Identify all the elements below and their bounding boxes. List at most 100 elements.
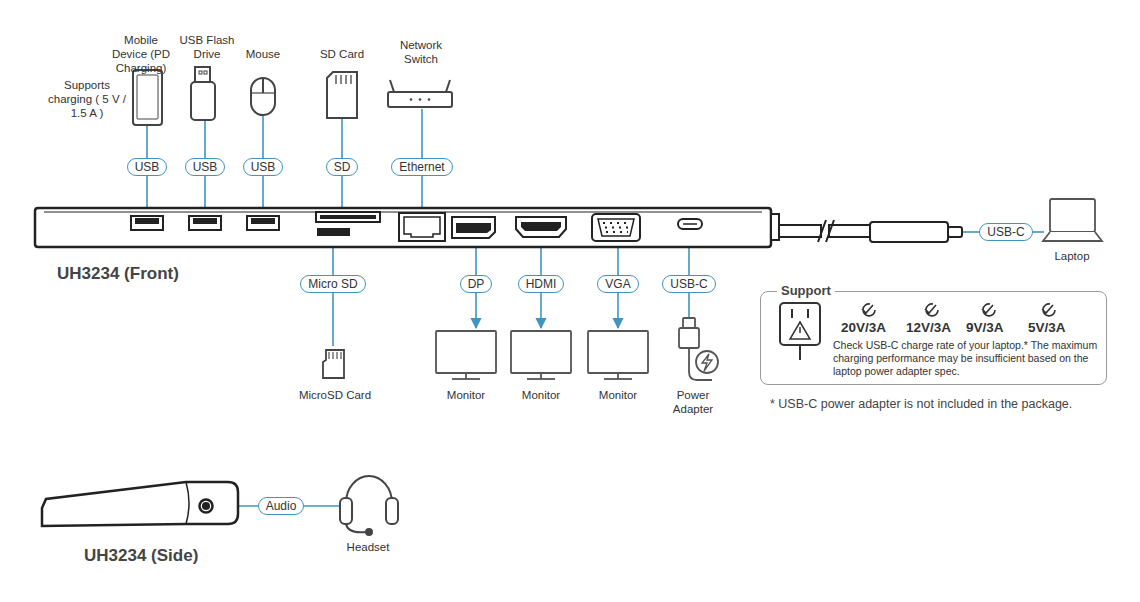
power-plug-icon — [790, 322, 810, 339]
leader-line — [262, 116, 264, 160]
monitor-icon — [452, 378, 480, 380]
rating-text: 5V/3A — [1028, 320, 1066, 336]
usb-c-port — [678, 219, 702, 229]
displayport-port — [452, 217, 495, 238]
leader-line — [332, 290, 334, 346]
mouse-icon — [251, 78, 275, 115]
usb-port — [131, 216, 279, 230]
headset-icon — [346, 476, 392, 503]
vga-port — [603, 222, 631, 224]
rating-text: 20V/3A — [841, 320, 886, 336]
network-switch-icon — [446, 80, 450, 92]
port-label: Audio — [258, 497, 305, 515]
power-adapter-icon — [679, 318, 718, 380]
usb-c-cable — [779, 225, 821, 237]
flash-drive-icon — [191, 67, 215, 120]
device-label: Monitor — [436, 388, 496, 402]
usb-c-cable — [870, 222, 948, 242]
usb-c-cable — [818, 220, 834, 242]
support-panel: Support20V/3A12V/3A9V/3A5V/3ACheck USB-C… — [760, 291, 1107, 385]
power-adapter-icon — [683, 318, 695, 328]
port-label: Ethernet — [391, 158, 452, 176]
check-mark — [1042, 304, 1055, 316]
leader-line — [421, 174, 423, 212]
mobile-device-icon — [133, 70, 162, 125]
device-label: Headset — [338, 540, 398, 554]
laptop-icon — [1043, 232, 1102, 241]
leader-line — [303, 505, 340, 507]
ethernet-port — [399, 213, 445, 241]
usb-port — [131, 216, 163, 230]
sd-card-icon — [327, 72, 357, 118]
headset-icon — [346, 524, 366, 532]
leader-line — [540, 290, 542, 328]
sd-slot — [316, 212, 380, 222]
mouse-icon — [251, 78, 275, 115]
power-plug-icon — [807, 309, 809, 318]
dock-side — [42, 482, 238, 526]
sd-slot — [316, 212, 380, 235]
vga-port — [603, 223, 631, 232]
dock-body — [35, 208, 771, 247]
view-title: UH3234 (Front) — [57, 264, 179, 284]
monitor-icon — [436, 331, 496, 373]
microsd-card-icon — [329, 352, 341, 359]
vga-port — [605, 227, 629, 229]
usb-c-port — [678, 219, 702, 229]
device-label: Mobile Device (PD Charging) — [105, 33, 177, 75]
leader-line — [146, 126, 148, 160]
port-label: USB — [185, 158, 226, 176]
port-label: USB-C — [979, 223, 1032, 241]
hdmi-port — [516, 217, 566, 237]
power-adapter-icon — [679, 328, 699, 348]
ethernet-port — [399, 213, 445, 241]
device-label: Monitor — [511, 388, 571, 402]
monitor-icon — [511, 331, 571, 373]
laptop-icon — [1043, 199, 1102, 241]
port-name: Audio — [266, 499, 297, 513]
footnote: * USB-C power adapter is not included in… — [770, 397, 1072, 412]
port-label: SD — [326, 158, 359, 176]
device-label: Monitor — [588, 388, 648, 402]
flash-drive-icon — [195, 67, 210, 82]
port-label: Micro SD — [300, 275, 365, 293]
sd-slot — [320, 215, 376, 219]
monitor-icon — [604, 378, 632, 380]
usb-port — [136, 219, 158, 223]
network-switch-icon — [390, 80, 394, 92]
power-plug-icon — [791, 309, 793, 318]
vga-port — [592, 214, 640, 241]
port-name: HDMI — [526, 277, 557, 291]
port-name: DP — [468, 277, 485, 291]
leader-line — [421, 109, 423, 160]
panel-title: Support — [777, 283, 835, 299]
monitor-icon — [436, 331, 648, 379]
port-label: HDMI — [518, 275, 565, 293]
power-plug-icon — [799, 327, 801, 333]
port-label: DP — [460, 275, 493, 293]
usb-c-cable — [829, 225, 871, 237]
displayport-port — [456, 223, 491, 233]
leader-line — [617, 290, 619, 328]
flash-drive-icon — [204, 71, 207, 74]
port-name: USB — [135, 160, 160, 174]
microsd-card-icon — [323, 350, 344, 378]
displayport-port — [452, 217, 495, 238]
rating-text: 9V/3A — [966, 320, 1004, 336]
headset-icon — [366, 529, 372, 535]
device-label: Power Adapter — [663, 388, 723, 416]
port-name: USB-C — [670, 277, 707, 291]
power-adapter-icon — [696, 351, 718, 373]
vga-port — [606, 231, 628, 233]
port-label: VGA — [597, 275, 638, 293]
leader-line — [204, 121, 206, 160]
device-label: SD Card — [312, 47, 372, 61]
port-name: Micro SD — [308, 277, 357, 291]
ethernet-port — [404, 217, 440, 237]
vga-port — [592, 214, 640, 241]
check-mark — [862, 304, 1055, 316]
sd-slot — [318, 229, 349, 235]
network-switch-icon — [410, 98, 413, 101]
port-name: VGA — [605, 277, 630, 291]
monitor-icon — [588, 331, 648, 373]
